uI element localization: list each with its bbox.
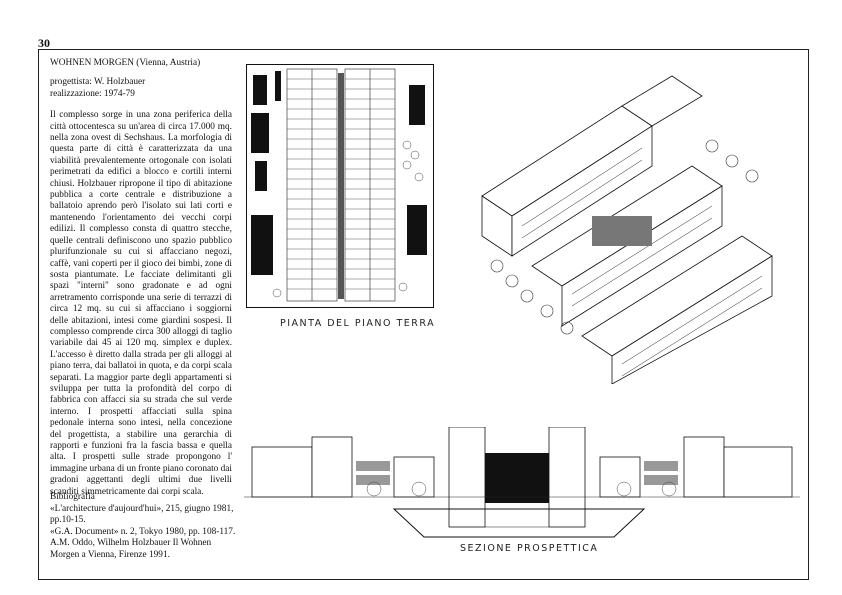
ground-floor-plan-drawing [246, 64, 434, 308]
designer-credit: progettista: W. Holzbauer [50, 77, 146, 88]
page-number: 30 [38, 36, 50, 50]
bibliography-entry: «G.A. Document» n. 2, Tokyo 1980, pp. 10… [50, 526, 236, 537]
plan-caption: PIANTA DEL PIANO TERRA [280, 318, 436, 329]
realization-date: realizzazione: 1974-79 [50, 88, 135, 99]
axonometric-drawing [472, 66, 800, 384]
bibliography-entry: «L'architecture d'aujourd'hui», 215, giu… [50, 503, 234, 526]
section-caption: SEZIONE PROSPETTICA [460, 543, 599, 554]
bibliography-entry: A.M. Oddo, Wilhelm Holzbauer Il Wohnen M… [50, 538, 212, 560]
section-svg [244, 427, 800, 538]
article-text-column: WOHNEN MORGEN (Vienna, Austria) progetti… [50, 58, 232, 498]
perspective-section-drawing [244, 427, 800, 539]
page-frame [38, 49, 809, 580]
bibliography-heading: Bibliografia [50, 492, 95, 502]
plan-svg [251, 68, 427, 302]
axonometric-svg [481, 75, 773, 384]
article-body: Il complesso sorge in una zona periferic… [50, 110, 233, 497]
article-title: WOHNEN MORGEN (Vienna, Austria) [50, 58, 201, 68]
bibliography: Bibliografia «L'architecture d'aujourd'h… [50, 492, 240, 562]
